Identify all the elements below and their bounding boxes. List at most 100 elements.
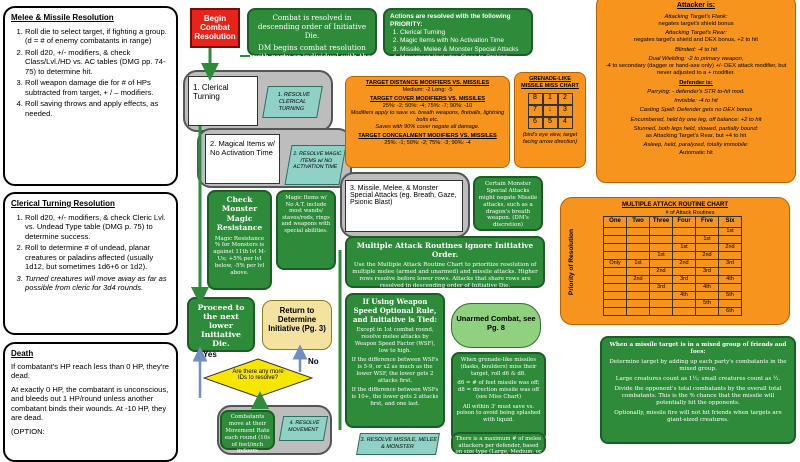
attacker-modifier-body: as Attacking Target's Rear, but +4 to hi…: [645, 133, 747, 140]
intro-text-2: DM begins combat resolution with party o…: [252, 43, 372, 70]
routine-cell: 3rd: [672, 274, 696, 284]
resolve-turning-box: 1. RESOLVE CLERICAL TURNING: [262, 86, 323, 118]
routine-cell: 2nd: [672, 258, 696, 268]
routine-cell: [626, 226, 650, 236]
wsf-title: If Using Weapon Speed Optional Rule, and…: [352, 297, 438, 324]
mixed-group-text-2: Determine target by adding up each party…: [609, 358, 787, 372]
cover-title: TARGET COVER MODIFIERS VS. MISSILES: [370, 95, 485, 102]
resolve-magic-box: 2. RESOLVE MAGIC ITEMS w/ NO ACTIVATION …: [284, 145, 347, 185]
routine-cell: 1st: [672, 242, 696, 252]
concealment-title: TARGET CONCEALMENT MODIFIERS VS. MISSILE…: [358, 132, 497, 139]
routine-cell: [672, 306, 696, 316]
melee-item: Roll d20, +/- modifiers, & check Class/L…: [25, 48, 170, 76]
melee-title: Melee & Missile Resolution: [11, 13, 114, 22]
cover-values: 25%: -2; 50%: -4; 75%: -7; 90%: -10: [382, 102, 473, 109]
proceed-next-die: Proceed to the next lower Initiative Die…: [187, 297, 255, 352]
routine-cell: [603, 234, 627, 244]
routine-cell: [695, 242, 719, 252]
priority-item: Magic Items with No Activation Time: [400, 37, 526, 45]
miss-chart-note: (bird's eye view, target facing arrow di…: [522, 131, 578, 145]
grenade-text-2: All within 3' must save vs. poison to av…: [456, 403, 541, 424]
routine-cell: [603, 306, 627, 316]
routine-cell: [695, 226, 719, 236]
routine-cell: [626, 298, 650, 308]
melee-item: Roll weapon damage die for # of HPs subt…: [25, 78, 170, 97]
distance-values: Medium: -2 Long: -5: [402, 86, 453, 93]
attacker-modifier-item: Dual Wielding: -2 to primary weapon,-4 t…: [602, 56, 790, 78]
magic-resistance-box: Check Monster Magic Resistance Magic Res…: [207, 190, 272, 290]
routine-cell: 1st: [626, 258, 650, 268]
routine-cell: [672, 266, 696, 276]
attacker-list: Attacking Target's Flank:negates target'…: [602, 14, 790, 157]
attacker-modifier-item: Attacking Target's Rear:negates target's…: [602, 30, 790, 44]
routine-cell: [626, 282, 650, 292]
decision-text: Are there any more IDs to resolve?: [232, 369, 284, 381]
routine-cell: [603, 274, 627, 284]
step-clerical-turning: 1. Clerical Turning: [188, 76, 258, 126]
resolve-movement-box: 4. RESOLVE MOVEMENT: [278, 416, 329, 441]
routine-col-header: Five: [695, 216, 719, 228]
routine-cell: [603, 290, 627, 300]
wsf-text-3: If the difference between WSFs is 10+, t…: [351, 387, 439, 407]
turning-title: Clerical Turning Resolution: [11, 199, 115, 208]
miss-cell: 1: [542, 92, 558, 105]
routine-cell: [718, 234, 742, 244]
resolve-missile-box: 3. RESOLVE MISSILE, MELEE & MONSTER: [356, 433, 440, 455]
combatants-move-note: Combatants move at their Movement Rate e…: [220, 410, 275, 454]
mixed-group-text-5: Optionally, missile fire will not hit fr…: [614, 409, 782, 423]
attacker-modifier-item: Asleep, held, paralyzed, totally immobil…: [602, 142, 790, 156]
miss-chart-title: GRENADE-LIKE MISSILE MISS CHART: [521, 76, 579, 89]
miss-cell: ↓: [542, 104, 558, 117]
routine-cell: [603, 282, 627, 292]
grenade-title: When grenade-like missiles (flasks, boul…: [460, 357, 537, 377]
death-title: Death: [11, 349, 34, 358]
attacker-modifier-item: Defender is:: [602, 80, 790, 87]
miss-cell: 3: [557, 104, 573, 117]
attacker-modifier-heading: Defender is:: [679, 79, 713, 86]
routine-cell: [695, 306, 719, 316]
routine-cell: [672, 226, 696, 236]
routine-row: 2nd 3rd 4th: [603, 274, 742, 284]
melee-item: Roll saving throws and apply effects, as…: [25, 99, 170, 118]
mixed-group-text-4: Divide the opponent's total combatants b…: [614, 385, 782, 406]
routine-col-header: One: [603, 216, 627, 228]
routine-cell: [649, 274, 673, 284]
attacker-modifier-heading: Attacking Target's Rear:: [665, 30, 727, 37]
routine-cell: [672, 298, 696, 308]
special-attacks-note: Certain Monster Special Attacks might ne…: [473, 176, 543, 231]
miss-cell: 6: [527, 116, 543, 129]
routine-cell: [626, 234, 650, 244]
priority-title: Actions are resolved with the following …: [390, 13, 511, 29]
priority-item: Missile, Melee & Monster Special Attacks: [400, 46, 526, 54]
missile-modifiers-box: TARGET DISTANCE MODIFIERS VS. MISSILES M…: [345, 76, 510, 168]
attacker-modifier-item: Blinded: -4 to hit: [602, 47, 790, 54]
routine-cell: 2nd: [626, 274, 650, 284]
grenade-miss-box: When grenade-like missiles (flasks, boul…: [451, 352, 546, 442]
routine-cell: 3rd: [718, 258, 742, 268]
routine-cell: [672, 282, 696, 292]
unarmed-combat: Unarmed Combat, see Pg. 8: [451, 303, 541, 348]
attacker-modifier-heading: Attacking Target's Flank:: [664, 13, 728, 20]
routine-cell: [649, 290, 673, 300]
magic-resistance-title: Check Monster Magic Resistance: [216, 195, 263, 233]
routine-cell: [603, 266, 627, 276]
turning-item: Roll to determine # of undead, planar cr…: [25, 243, 170, 271]
routine-cell: 4th: [718, 274, 742, 284]
death-text-2: At exactly 0 HP, the combatant is uncons…: [11, 384, 169, 423]
routine-cell: [603, 226, 627, 236]
routine-cell: [718, 298, 742, 308]
attacker-modifier-item: Encumbered, held by one leg, off balance…: [602, 117, 790, 124]
routine-subtitle: # of Attack Routines: [665, 209, 715, 216]
routine-cell: [672, 234, 696, 244]
routine-cell: 4th: [672, 290, 696, 300]
routine-cell: [718, 266, 742, 276]
attacker-modifier-item: Casting Spell: Defender gets no DEX bonu…: [602, 107, 790, 114]
routine-col-header: Two: [626, 216, 650, 228]
routine-row: 1st: [603, 226, 742, 236]
routine-cell: [718, 250, 742, 260]
multi-attack-box: Multiple Attack Routines ignore Initiati…: [345, 236, 545, 289]
